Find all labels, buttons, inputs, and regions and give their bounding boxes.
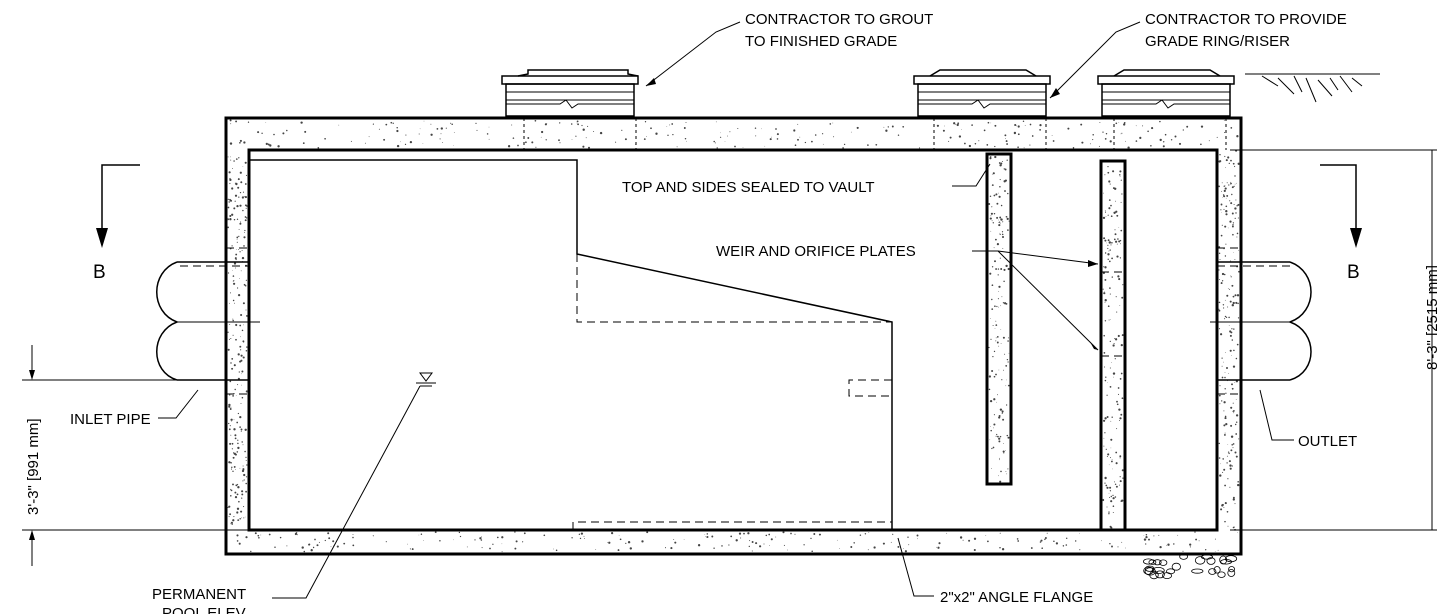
dimension-pool-elev bbox=[22, 345, 249, 566]
note-inlet: INLET PIPE bbox=[70, 411, 151, 428]
note-riser-line2: GRADE RING/RISER bbox=[1145, 33, 1290, 50]
weir-wall bbox=[1099, 159, 1127, 532]
baffle-speckle bbox=[988, 155, 1010, 483]
note-weir: WEIR AND ORIFICE PLATES bbox=[716, 243, 916, 260]
access-riser-left bbox=[501, 69, 639, 117]
dimension-vault-height bbox=[1230, 149, 1437, 531]
dimension-pool-text: 3'-3" [991 mm] bbox=[25, 418, 42, 515]
note-flange: 2"x2" ANGLE FLANGE bbox=[940, 589, 1093, 606]
note-riser-line1: CONTRACTOR TO PROVIDE bbox=[1145, 11, 1347, 28]
note-outlet: OUTLET bbox=[1298, 433, 1357, 450]
inlet-pipe bbox=[156, 247, 260, 395]
outlet-pipe bbox=[1210, 247, 1312, 395]
baffle-wall bbox=[985, 152, 1013, 486]
section-marker-left bbox=[96, 164, 140, 248]
note-grout-line2: TO FINISHED GRADE bbox=[745, 33, 897, 50]
note-pool-line1: PERMANENT bbox=[152, 586, 246, 603]
vault-concrete-shell bbox=[224, 116, 1243, 556]
access-riser-middle bbox=[913, 69, 1051, 117]
finished-grade-hatch bbox=[1245, 73, 1380, 103]
gravel-base bbox=[1143, 553, 1238, 580]
section-marker-right bbox=[1320, 164, 1362, 248]
note-grout-line1: CONTRACTOR TO GROUT bbox=[745, 11, 933, 28]
water-surface-symbol bbox=[416, 372, 436, 387]
note-baffle: TOP AND SIDES SEALED TO VAULT bbox=[622, 179, 875, 196]
note-pool-line2: POOL ELEV. bbox=[162, 605, 248, 614]
access-riser-right bbox=[1097, 69, 1235, 117]
flow-separator-insert bbox=[249, 159, 893, 530]
concrete-speckle bbox=[226, 119, 1240, 553]
section-label-right: B bbox=[1347, 262, 1360, 283]
section-label-left: B bbox=[93, 262, 106, 283]
leader-lines bbox=[158, 21, 1294, 599]
dimension-height-text: 8'-3" [2515 mm] bbox=[1424, 265, 1437, 370]
weir-speckle bbox=[1102, 165, 1124, 529]
